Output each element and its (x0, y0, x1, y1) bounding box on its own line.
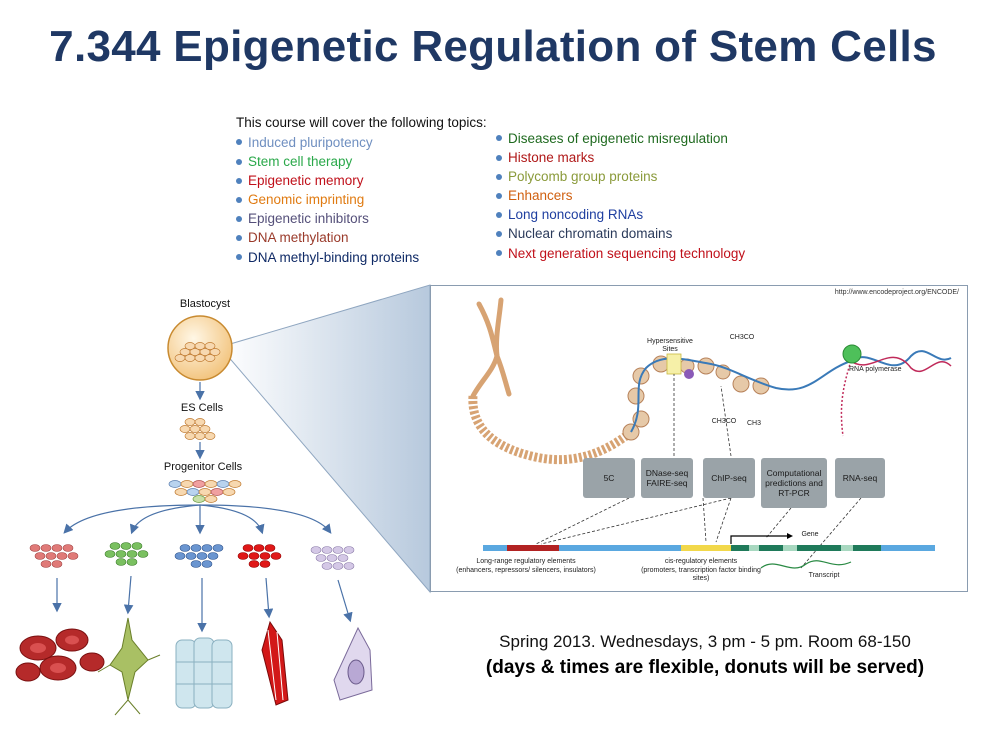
gene-label: Gene (801, 531, 819, 538)
chromosome-icon (470, 297, 512, 399)
bullet-icon (496, 154, 502, 161)
encode-panel: http://www.encodeproject.org/ENCODE/ (430, 285, 968, 592)
bullet-icon (236, 139, 242, 146)
cis-regulatory-label: cis-regulatory elements (664, 558, 738, 565)
topic-item: Nuclear chromatin domains (496, 224, 745, 243)
bullet-icon (236, 158, 242, 165)
topic-label: Genomic imprinting (248, 192, 365, 208)
bullet-icon (236, 196, 242, 203)
topic-item: Histone marks (496, 148, 745, 167)
method-chip-seq: ChIP-seq (703, 458, 755, 498)
bullet-icon (236, 254, 242, 260)
es-cells-label: ES Cells (180, 402, 224, 414)
long-range-label: Long-range regulatory elements (476, 558, 576, 565)
method-5c: 5C (583, 458, 635, 498)
topic-item: Epigenetic inhibitors (236, 209, 419, 228)
rna-polymerase-icon (842, 344, 862, 364)
bullet-icon (236, 215, 242, 222)
bullet-icon (496, 250, 502, 256)
topic-label: DNA methylation (248, 230, 349, 246)
epithelial-cells-icon (175, 637, 233, 709)
ch3-label: CH3 (746, 420, 761, 427)
hypersensitive-sites-label: Hypersensitive Sites (647, 338, 693, 353)
blastocyst-label: Blastocyst (179, 298, 231, 310)
topic-label: Next generation sequencing technology (508, 245, 746, 261)
topic-label: Diseases of epigenetic misregulation (508, 131, 728, 146)
topic-item: Induced pluripotency (236, 133, 419, 152)
topic-label: Long noncoding RNAs (508, 207, 644, 223)
chromatin-fiber (468, 395, 629, 465)
topic-item: Diseases of epigenetic misregulation (496, 129, 745, 148)
topics-intro: This course will cover the following top… (236, 115, 487, 130)
topic-label: Enhancers (508, 188, 573, 204)
ch3co-mid-label: CH3CO (711, 418, 737, 425)
bright-red-progenitor-cluster (237, 544, 282, 568)
topic-label: Histone marks (508, 150, 595, 166)
bullet-icon (496, 211, 502, 218)
schedule-note: (days & times are flexible, donuts will … (485, 657, 925, 678)
cis-regulatory-sublabel: (promoters, transcription factor binding… (641, 567, 761, 582)
topic-label: Epigenetic memory (248, 173, 364, 189)
method-rna-seq: RNA-seq (835, 458, 885, 498)
topic-item: Enhancers (496, 186, 745, 205)
bullet-icon (496, 192, 502, 199)
progenitor-cells-icon (168, 480, 242, 503)
long-range-sublabel: (enhancers, repressors/ silencers, insul… (456, 567, 596, 574)
nucleosomes (622, 355, 770, 441)
green-progenitor-cluster (104, 542, 149, 566)
cell-differentiation-diagram (15, 315, 373, 716)
topic-item: DNA methyl-binding proteins (236, 248, 419, 267)
bullet-icon (496, 135, 502, 142)
topic-item: Genomic imprinting (236, 190, 419, 209)
page-title: 7.344 Epigenetic Regulation of Stem Cell… (49, 22, 937, 71)
bullet-icon (496, 230, 502, 237)
chromatin-illustration (468, 297, 952, 569)
topic-label: Epigenetic inhibitors (248, 211, 369, 227)
topic-item: Epigenetic memory (236, 171, 419, 190)
topic-label: DNA methyl-binding proteins (248, 249, 420, 265)
topic-item: Polycomb group proteins (496, 167, 745, 186)
schedule-line: Spring 2013. Wednesdays, 3 pm - 5 pm. Ro… (499, 632, 911, 651)
bullet-icon (496, 173, 502, 180)
es-cells-icon (179, 418, 216, 440)
bullet-icon (236, 177, 242, 184)
topic-item: Long noncoding RNAs (496, 205, 745, 224)
ch3co-top-label: CH3CO (729, 334, 755, 341)
transcript-label: Transcript (808, 572, 840, 579)
topic-item: Stem cell therapy (236, 152, 419, 171)
rna-polymerase-label: RNA polymerase (849, 366, 902, 373)
lavender-progenitor-cluster (310, 546, 355, 570)
red-blood-cells-icon (15, 628, 105, 682)
topic-label: Induced pluripotency (248, 135, 373, 150)
lavender-cell-icon (333, 626, 373, 701)
bullet-icon (236, 234, 242, 241)
progenitor-cells-label: Progenitor Cells (163, 461, 243, 473)
method-computational-rt-pcr: Computational predictions and RT-PCR (761, 458, 827, 508)
topic-item: Next generation sequencing technology (496, 244, 745, 263)
method-dnase-faire-seq: DNase-seq FAIRE-seq (641, 458, 693, 498)
red-progenitor-cluster (29, 544, 79, 568)
blue-progenitor-cluster (174, 544, 224, 568)
neuron-icon (97, 617, 161, 716)
muscle-cells-icon (261, 620, 289, 706)
topic-item: DNA methylation (236, 228, 419, 247)
topic-label: Nuclear chromatin domains (508, 226, 673, 242)
topic-label: Stem cell therapy (248, 154, 353, 170)
topic-label: Polycomb group proteins (508, 169, 658, 185)
encode-url[interactable]: http://www.encodeproject.org/ENCODE/ (834, 289, 959, 296)
